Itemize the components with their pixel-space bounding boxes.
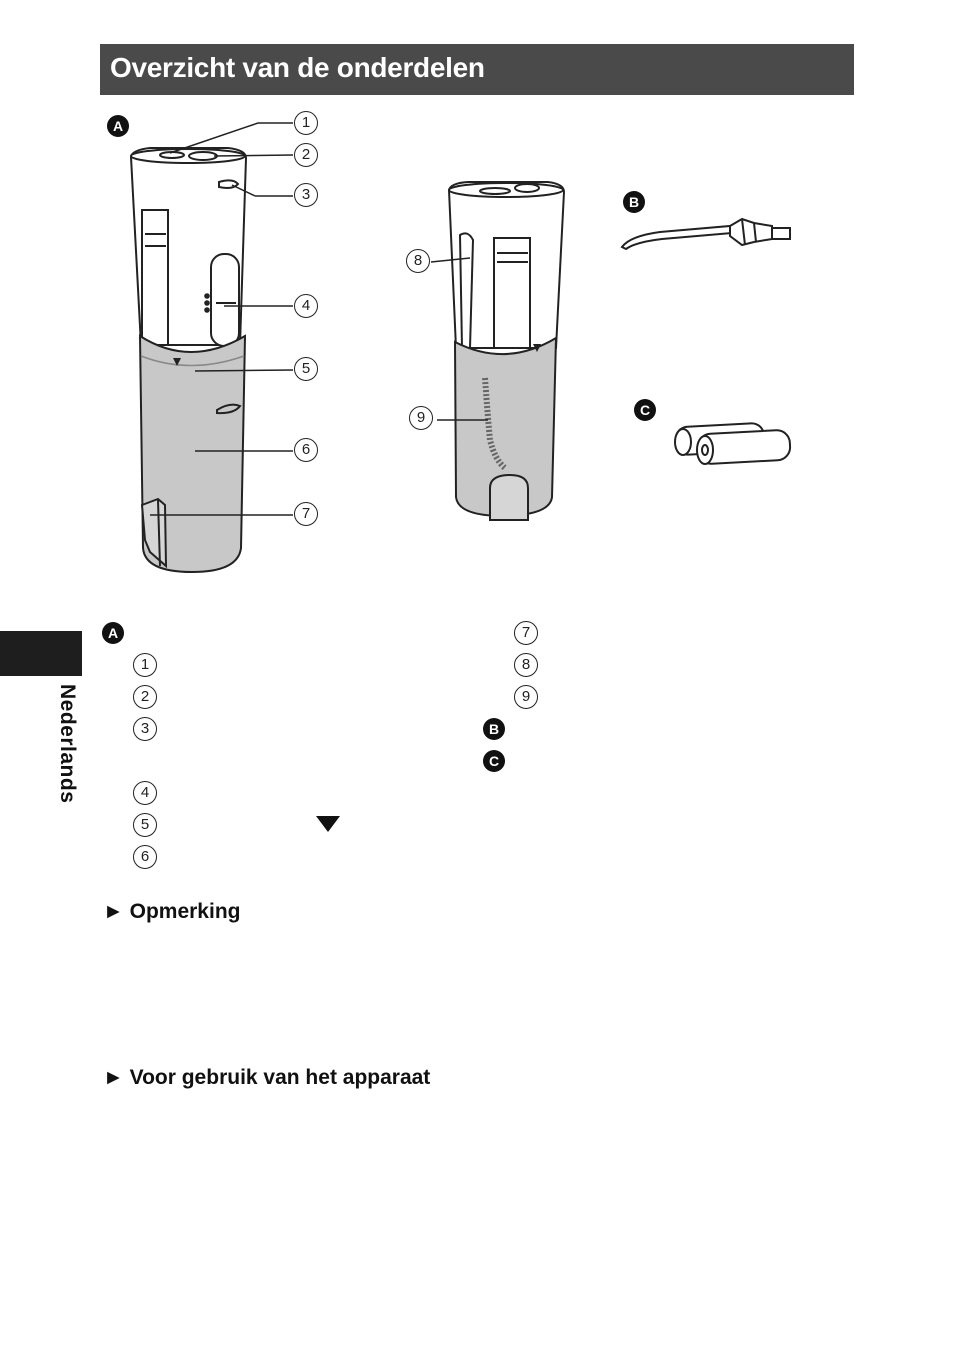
language-label: Nederlands bbox=[56, 684, 79, 804]
callout-3: 3 bbox=[294, 183, 318, 207]
callout-1: 1 bbox=[294, 111, 318, 135]
parts-illustration bbox=[129, 122, 792, 574]
legend-num-5: 5 bbox=[133, 813, 157, 837]
legend-num-4: 4 bbox=[133, 781, 157, 805]
badge-b: B bbox=[623, 191, 645, 213]
legend-badge-b: B bbox=[483, 718, 505, 740]
callout-4: 4 bbox=[294, 294, 318, 318]
legend-num-3: 3 bbox=[133, 717, 157, 741]
note-heading: ► Opmerking bbox=[103, 900, 241, 923]
page-title: Overzicht van de onderdelen bbox=[110, 52, 485, 83]
callout-5: 5 bbox=[294, 357, 318, 381]
before-use-heading: ► Voor gebruik van het apparaat bbox=[103, 1066, 431, 1089]
callout-6: 6 bbox=[294, 438, 318, 462]
legend-num-2: 2 bbox=[133, 685, 157, 709]
legend-badge-a: A bbox=[102, 622, 124, 644]
legend-num-9: 9 bbox=[514, 685, 538, 709]
page-title-bar: Overzicht van de onderdelen bbox=[100, 44, 854, 95]
callout-9: 9 bbox=[409, 406, 433, 430]
legend-num-7: 7 bbox=[514, 621, 538, 645]
down-triangle-icon bbox=[316, 816, 340, 832]
badge-a: A bbox=[107, 115, 129, 137]
badge-c: C bbox=[634, 399, 656, 421]
callout-8: 8 bbox=[406, 249, 430, 273]
language-tab bbox=[0, 631, 82, 676]
legend-num-8: 8 bbox=[514, 653, 538, 677]
callout-7: 7 bbox=[294, 502, 318, 526]
legend-num-1: 1 bbox=[133, 653, 157, 677]
legend-num-6: 6 bbox=[133, 845, 157, 869]
callout-2: 2 bbox=[294, 143, 318, 167]
legend-badge-c: C bbox=[483, 750, 505, 772]
